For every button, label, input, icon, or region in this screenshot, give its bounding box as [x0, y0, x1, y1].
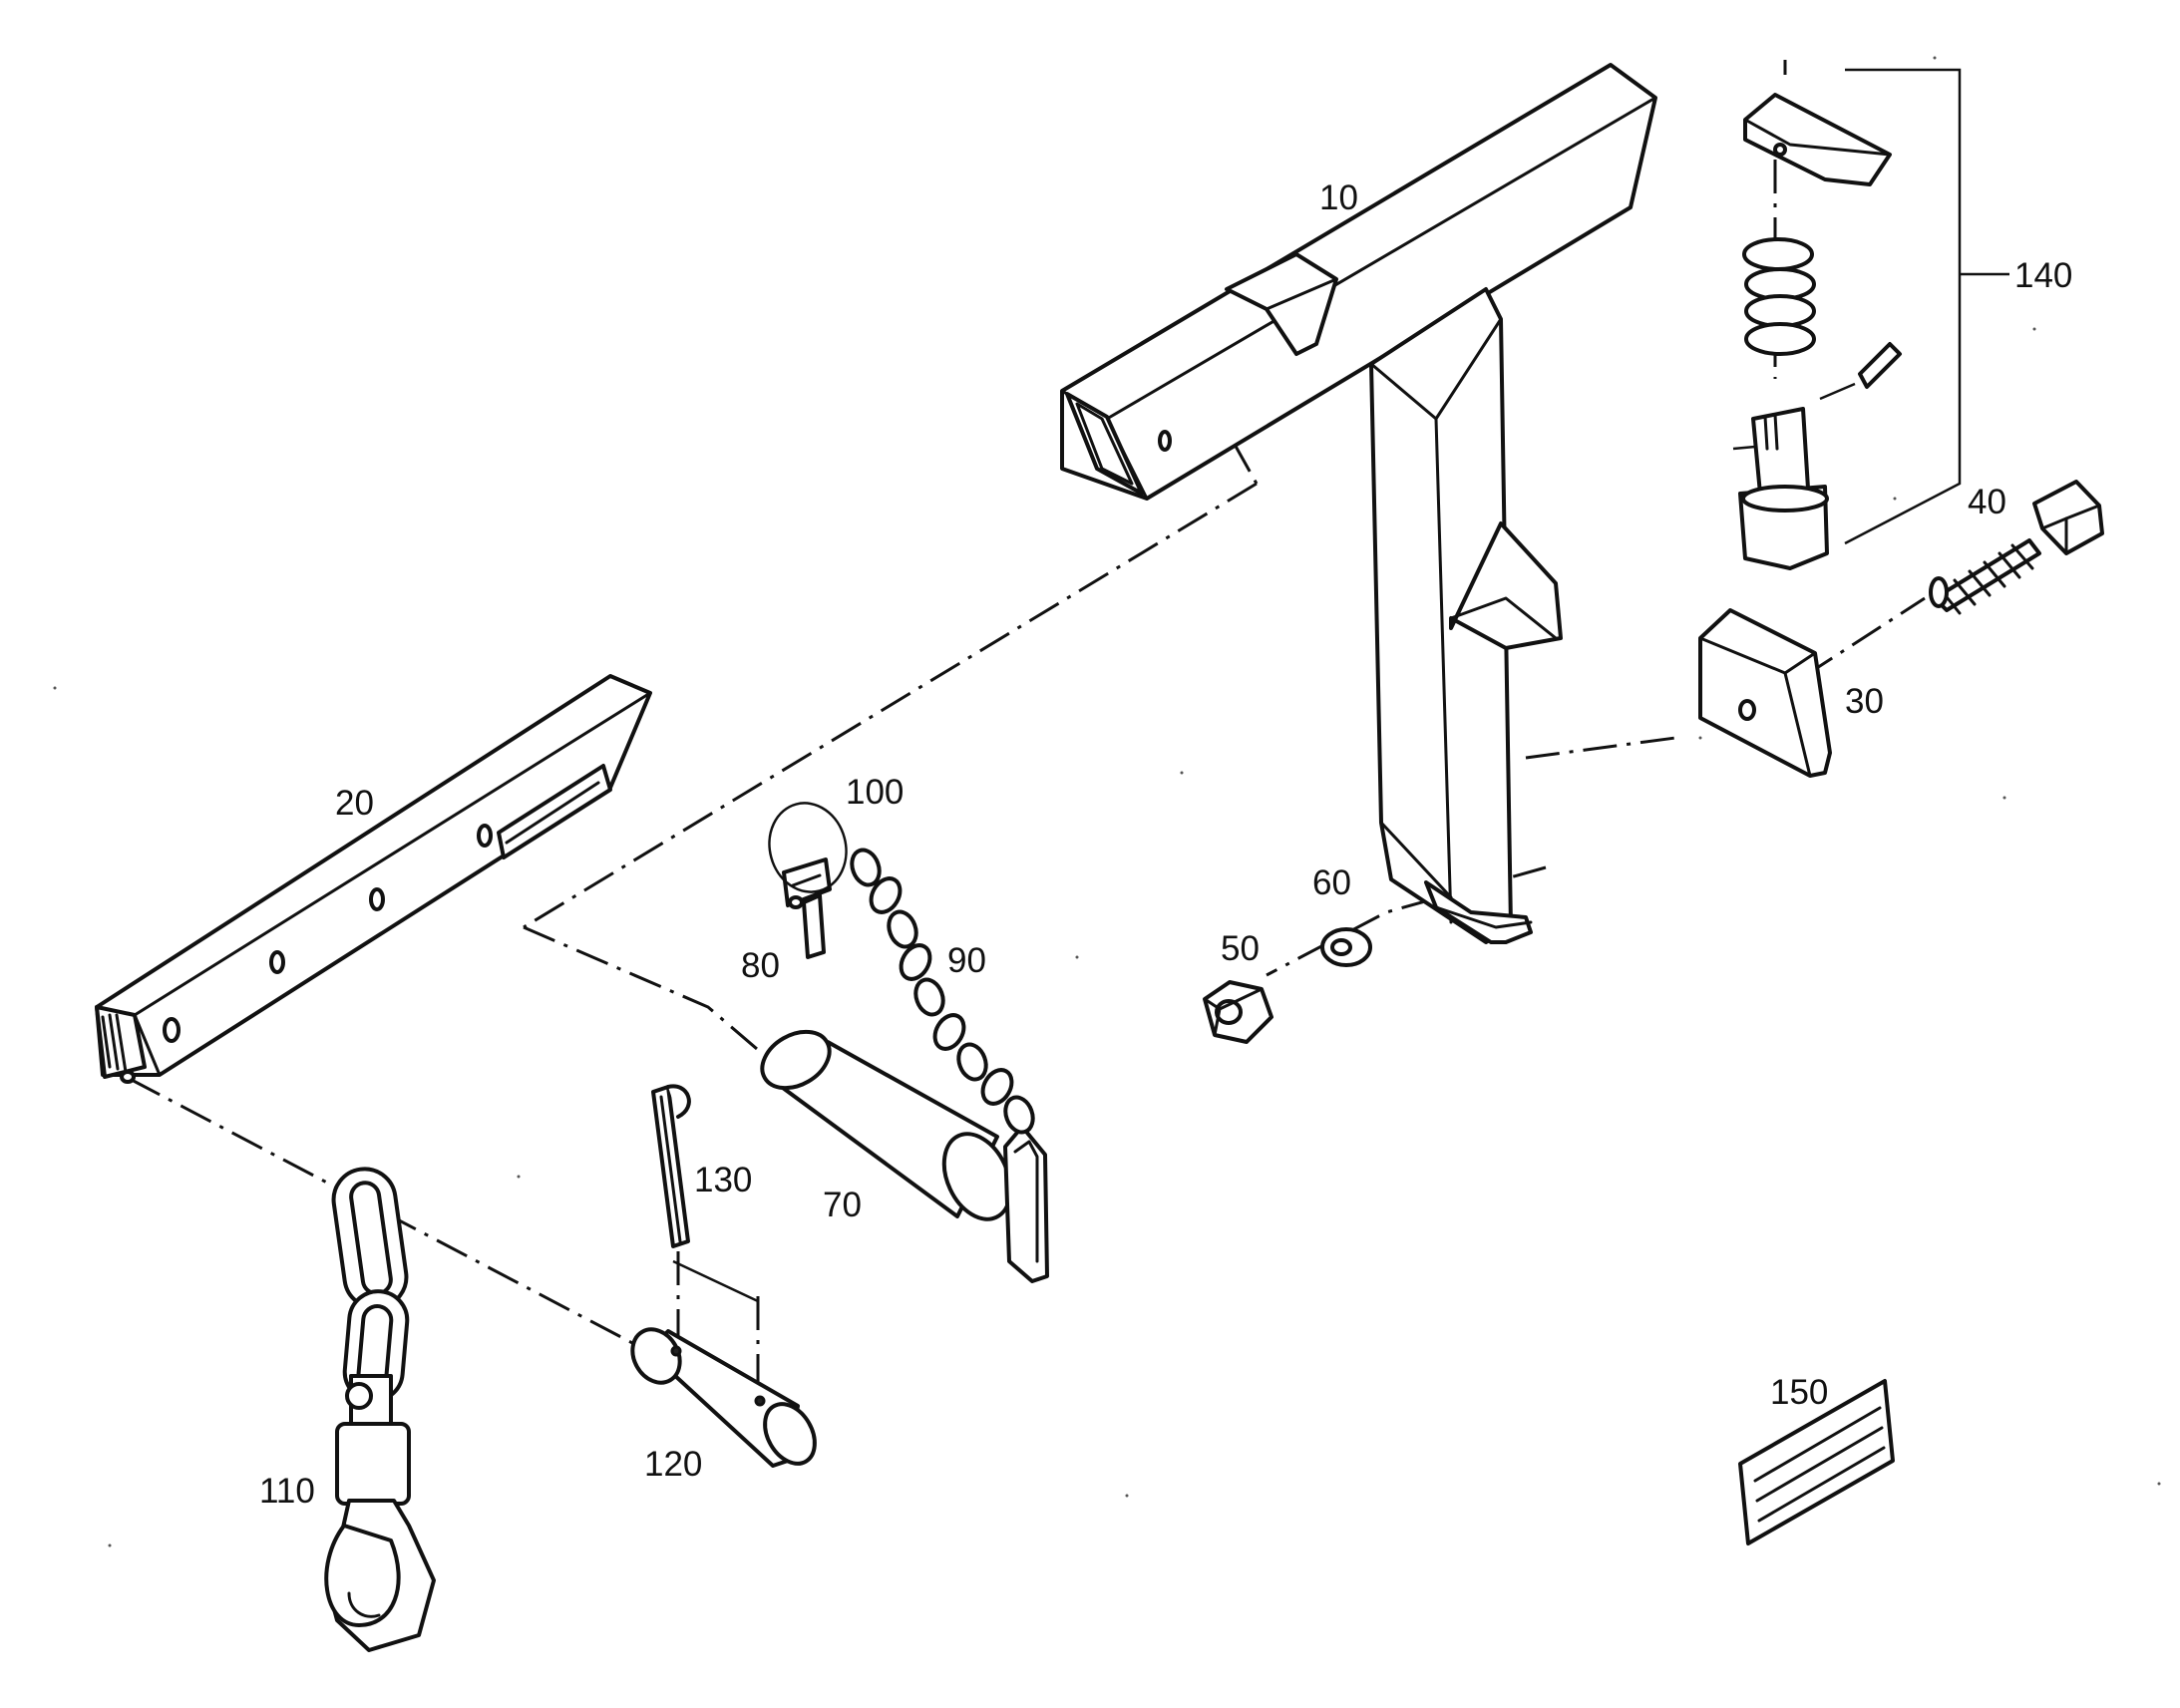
part-60-washer: [1320, 927, 1372, 967]
callout-140: 140: [2014, 256, 2072, 295]
part-80-key: [782, 857, 832, 959]
part-50-hex-nut: [1203, 980, 1273, 1044]
part-140-spring-plunger: [1732, 68, 2009, 570]
callout-100: 100: [846, 773, 904, 812]
callout-70: 70: [823, 1186, 862, 1224]
part-40-hex-bolt: [1929, 480, 2104, 615]
scan-specks: [53, 56, 2161, 1547]
part-10-t-frame: [1060, 63, 1657, 944]
part-110-hook: [324, 1167, 436, 1652]
callout-60: 60: [1312, 863, 1351, 902]
part-130-cotter-pin: [651, 1084, 691, 1248]
callout-20: 20: [335, 784, 374, 823]
callout-40: 40: [1968, 483, 2006, 521]
callout-150: 150: [1770, 1373, 1828, 1412]
part-100-ring: [768, 802, 848, 893]
callout-labels: 10 20 30 40 50 60 70 80 90 100 110 120 1…: [259, 178, 2072, 1511]
callout-120: 120: [644, 1445, 702, 1484]
callout-130: 130: [694, 1161, 752, 1199]
callout-110: 110: [259, 1472, 315, 1511]
part-90-chain: [850, 848, 1035, 1135]
part-150-label-plate: [1738, 1379, 1895, 1545]
callout-30: 30: [1845, 682, 1884, 721]
part-20-extension-arm: [95, 674, 652, 1084]
callout-90: 90: [947, 941, 986, 980]
part-120-pin: [630, 1327, 817, 1468]
part-70-pin: [760, 1029, 1049, 1283]
callout-10: 10: [1319, 178, 1358, 217]
callout-80: 80: [741, 946, 780, 985]
part-30-block: [1698, 608, 1832, 778]
callout-50: 50: [1221, 929, 1260, 968]
